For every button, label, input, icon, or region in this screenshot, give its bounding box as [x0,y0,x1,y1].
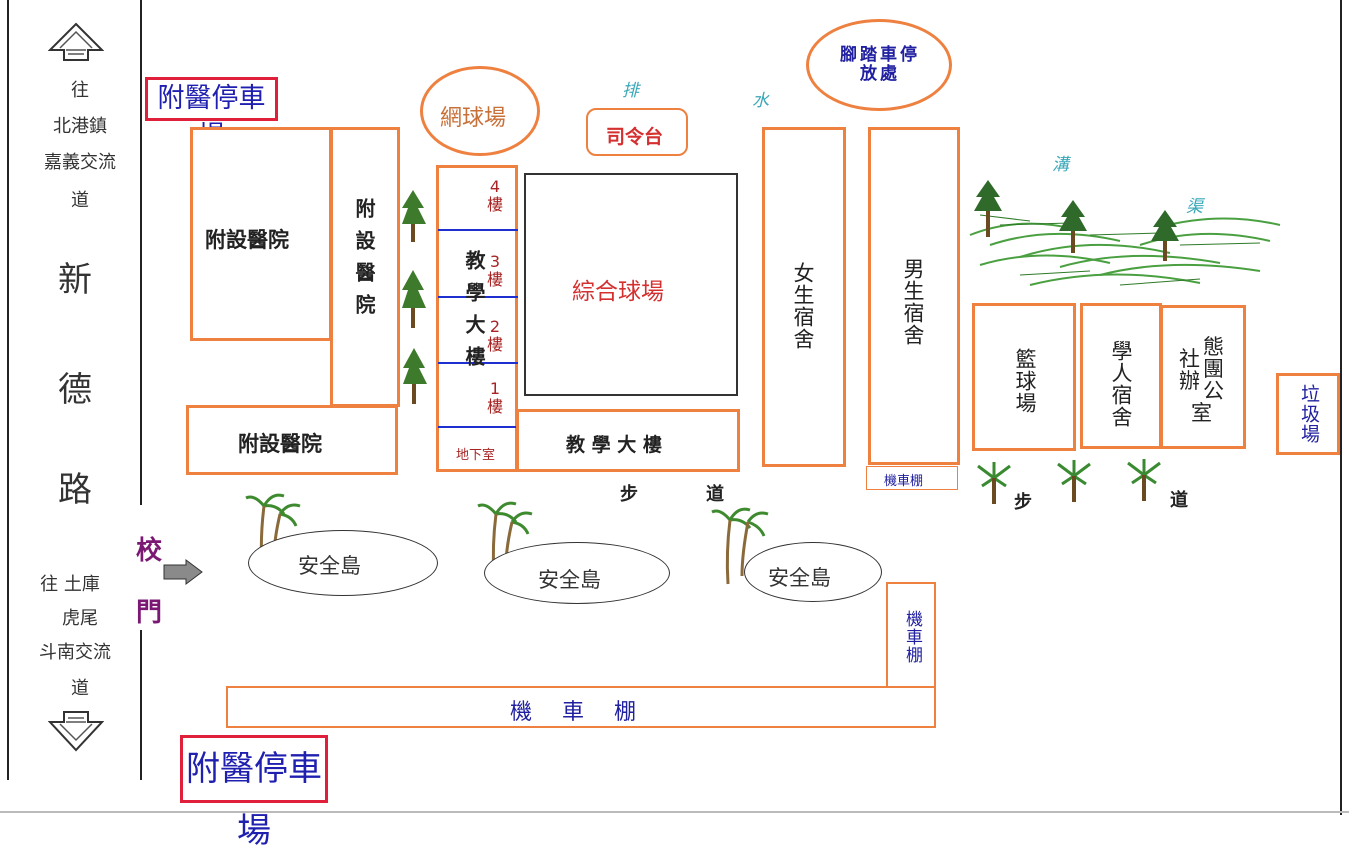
direction-north-line2: 北港鎮 [53,116,107,137]
club-office-char: 辦 [1179,369,1200,393]
walkway-label-left-1: 步 [620,484,638,505]
basketball-court-label: 籃球場 [1013,348,1037,414]
motorcycle-shed-long [226,686,936,728]
right-border-line [1340,0,1342,815]
road-line-lower [140,630,142,780]
gate-label-1: 校 [136,536,163,566]
teaching-tower-label: 教學大樓 [462,250,486,378]
drainage-label-3: 溝 [1052,155,1069,175]
tennis-court [420,66,540,156]
walkway-label-left-2: 道 [706,484,724,505]
road-name-char-3: 路 [58,470,92,510]
direction-south-line3: 斗南交流 [39,642,111,663]
palm-cluster-icon [1057,460,1091,502]
walkway-label-right-2: 道 [1170,490,1188,511]
parking-sign-bottom: 附醫停車場 [180,735,328,851]
motorcycle-shed-right-label: 機車棚 [902,610,922,664]
floor-label-3: 3樓 [486,252,503,289]
club-office-char: 團 [1203,357,1224,381]
palm-tree-icon [711,507,769,585]
floor-label-1: 1樓 [486,379,503,416]
motorcycle-shed-small [866,466,958,490]
farmland-field [969,180,1281,286]
club-office-char: 社 [1179,347,1200,371]
club-office-char: 公 [1203,379,1224,403]
direction-south-line4: 道 [71,678,89,699]
pine-tree-icon [402,190,426,242]
drainage-label-4: 渠 [1186,197,1203,217]
floor-label-basement: 地下室 [456,448,496,463]
drainage-label-1: 排 [622,81,639,101]
floor-label-4: 4樓 [486,177,503,214]
boys-dormitory [868,127,960,465]
safety-island-3-label: 安全島 [768,566,831,590]
gate-arrow-icon [163,559,203,585]
floor-divider [438,426,518,428]
floor-label-2: 2樓 [486,317,503,354]
arrow-down-icon [48,711,104,752]
motorcycle-shed-small-label: 機車棚 [884,474,924,489]
club-office-char: 室 [1191,401,1212,425]
direction-north-line1: 往 [71,80,89,101]
road-line-upper [140,0,142,505]
club-office [1160,305,1246,449]
club-office-char: 態 [1203,335,1224,359]
scholar-dormitory-label: 學人宿舍 [1109,340,1133,428]
basketball-court [972,303,1076,451]
podium [586,108,688,156]
road-name-char-2: 德 [58,370,92,410]
safety-island-1 [248,530,438,596]
girls-dormitory [762,127,846,467]
hospital-main-label: 附設醫院 [205,228,289,252]
arrow-up-icon [48,22,104,61]
motorcycle-shed-right [886,582,936,688]
trash-area-label: 垃圾場 [1298,384,1320,444]
floor-divider [438,362,518,364]
floor-divider [438,229,518,231]
teaching-tower [436,165,518,472]
pine-tree-icon [403,348,427,404]
safety-island-3 [744,542,882,602]
direction-south-line1: 往 土庫 [40,574,100,595]
parking-sign-top: 附醫停車場 [145,77,278,152]
sports-arena-label: 綜合球場 [572,279,664,305]
left-border-line [7,0,9,780]
floor-divider [438,296,518,298]
safety-island-2 [484,542,670,604]
palm-cluster-icon [1127,459,1161,501]
direction-north-line3: 嘉義交流 [44,152,116,173]
girls-dormitory-label: 女生宿舍 [791,262,815,350]
sports-arena [524,173,738,396]
bike-parking [806,19,952,111]
drainage-label-2: 水 [752,91,769,111]
teaching-building-lower [516,409,740,472]
direction-south-line2: 虎尾 [62,608,98,629]
palm-cluster-icon [977,462,1011,504]
boys-dormitory-label: 男生宿舍 [901,258,925,346]
trash-area [1276,373,1340,455]
pine-tree-icon [402,270,426,328]
tennis-court-label: 網球場 [440,106,507,131]
podium-label: 司令台 [606,126,664,148]
hospital-side-building [330,127,400,407]
gate-label-2: 門 [136,598,163,628]
walkway-label-right-1: 步 [1014,492,1032,513]
safety-island-2-label: 安全島 [538,568,601,592]
teaching-building-lower-label: 教 學 大 樓 [566,434,662,456]
bike-parking-label: 腳踏車停放處 [840,45,920,84]
hospital-side-label: 附設醫院 [352,198,376,326]
bottom-border-line [0,811,1349,813]
direction-north-line4: 道 [71,190,89,211]
road-name-char-1: 新 [58,260,92,300]
motorcycle-shed-long-label: 機 車 棚 [510,700,641,725]
safety-island-1-label: 安全島 [298,554,361,578]
hospital-bottom-label: 附設醫院 [238,432,322,456]
hospital-bottom-building [186,405,398,475]
